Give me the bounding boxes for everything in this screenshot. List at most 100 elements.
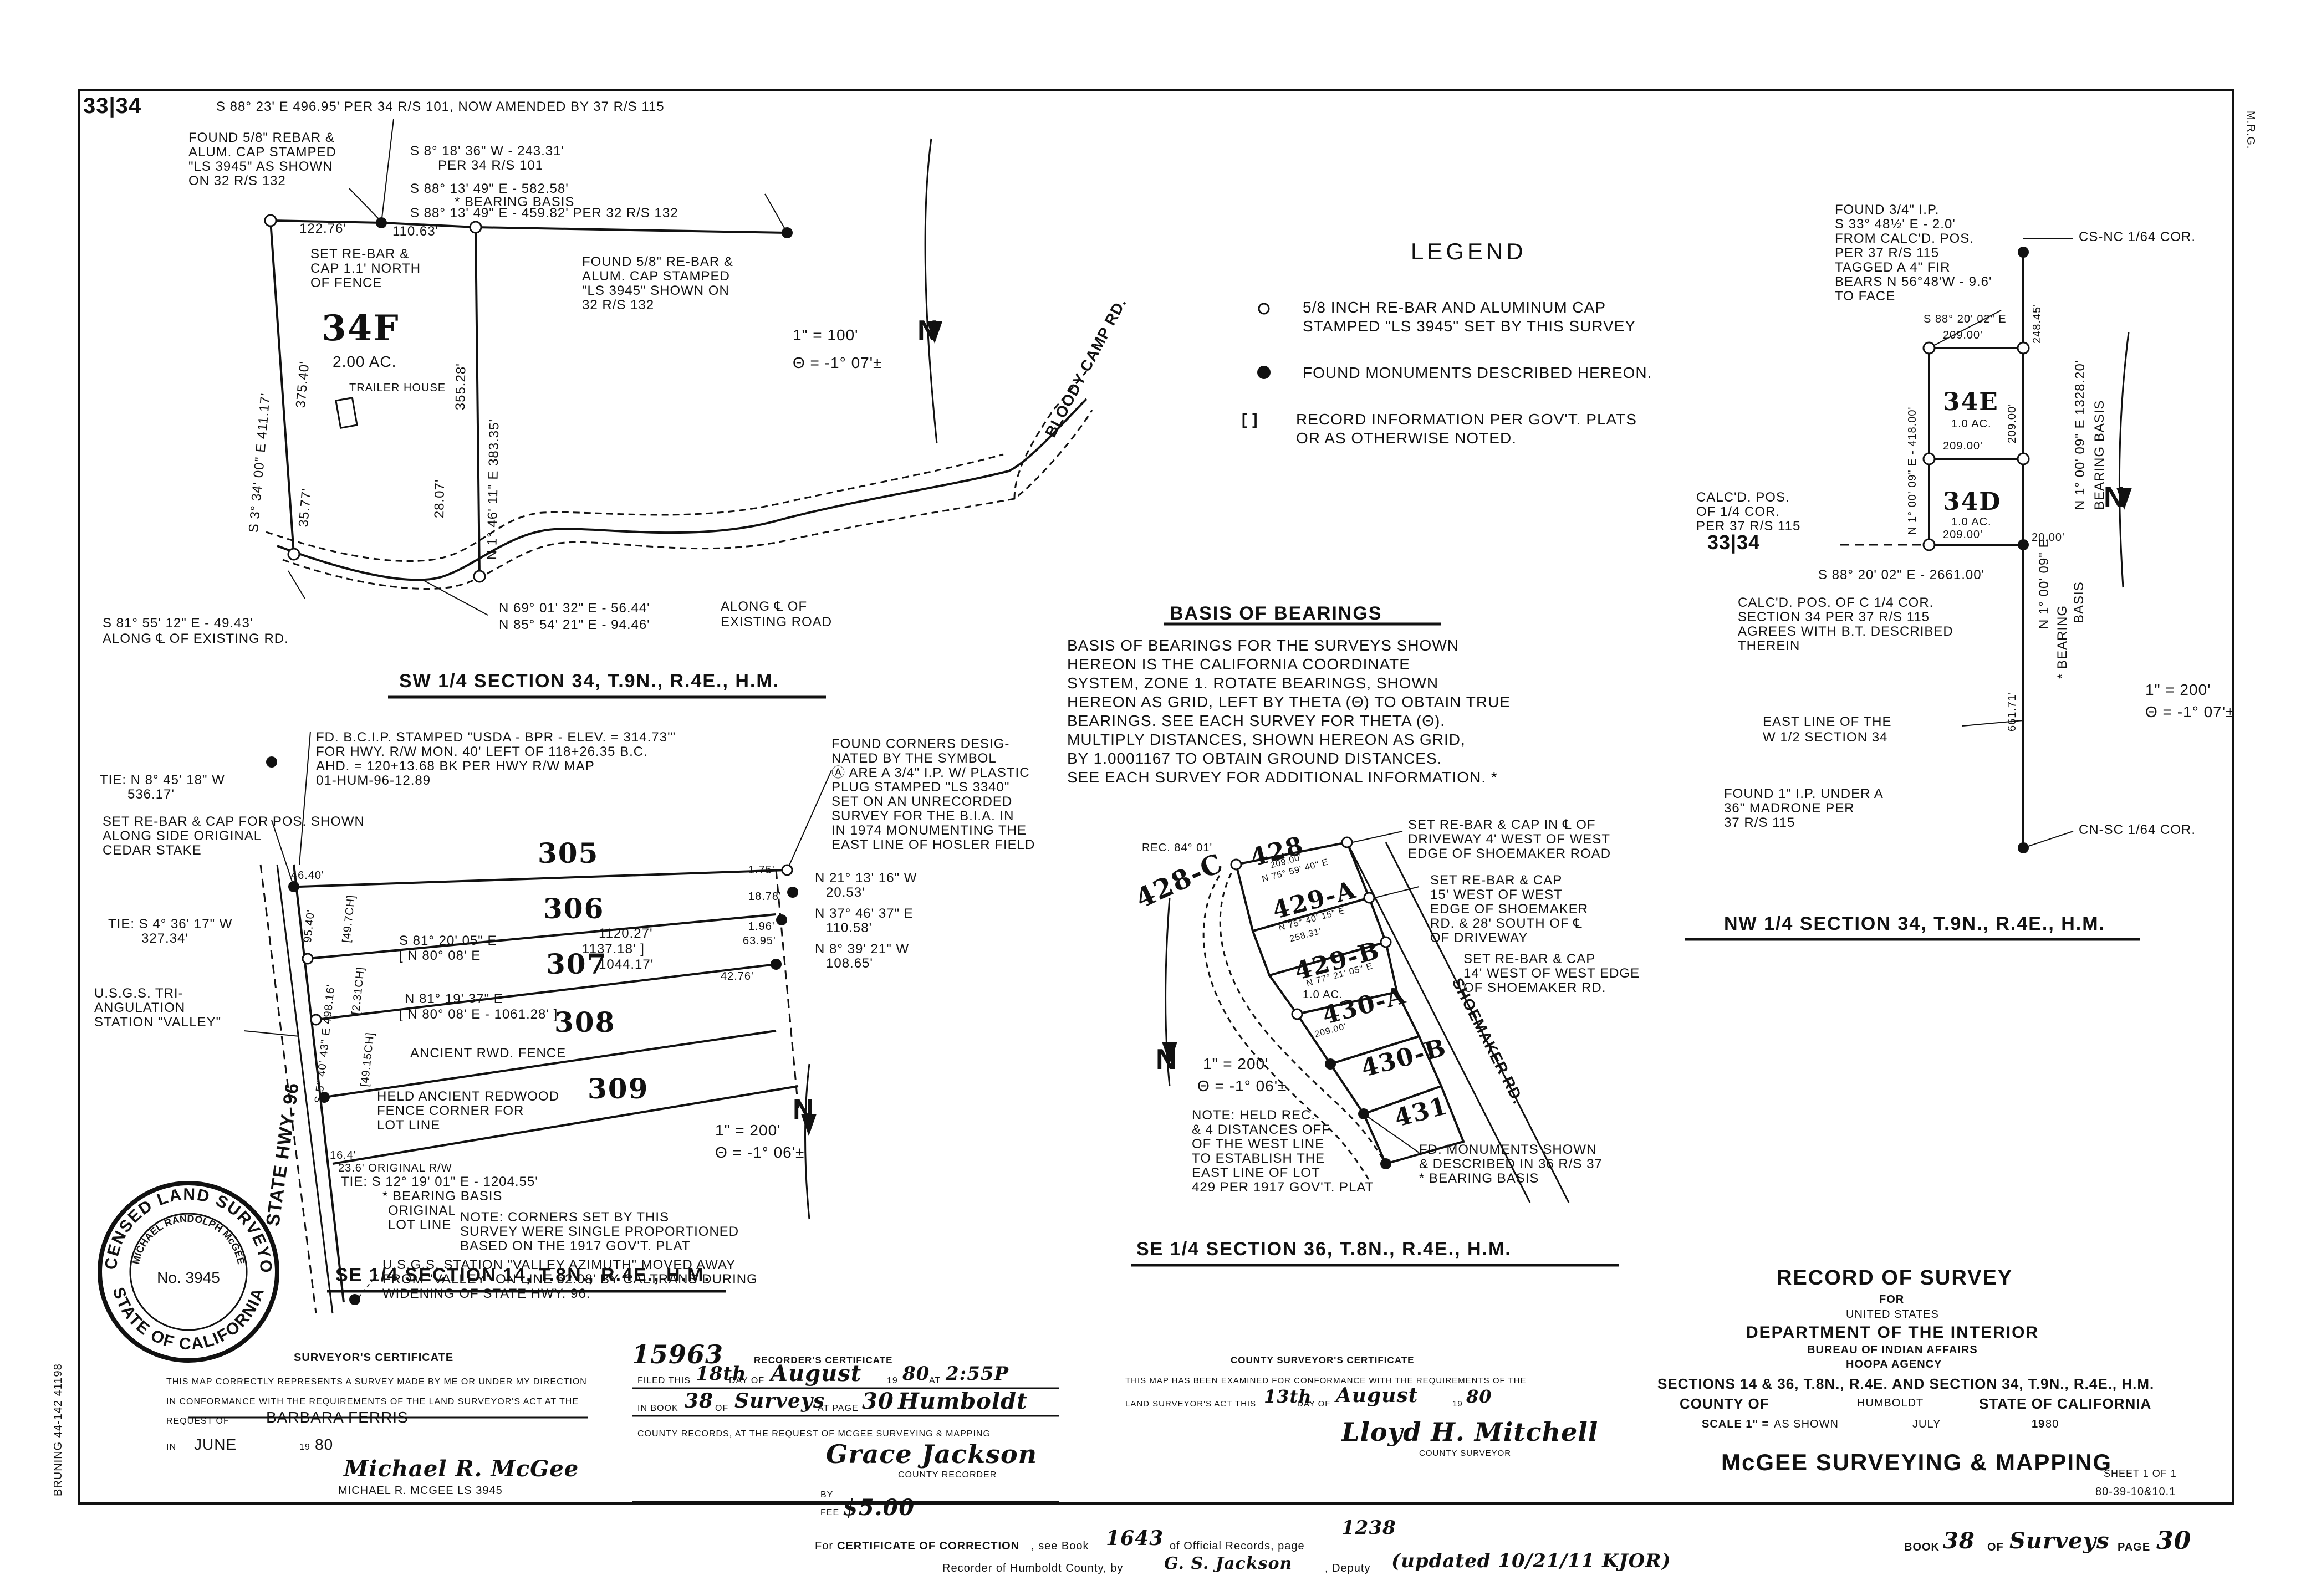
se14-side-dim-1: 46.40' xyxy=(291,869,324,882)
sw14-top-bearing: S 88° 23' E 496.95' PER 34 R/S 101, NOW … xyxy=(216,99,665,114)
title-scale-label: SCALE 1" = xyxy=(1702,1418,1769,1430)
se14-leader-usgs-az xyxy=(354,1274,377,1303)
monument-found xyxy=(2018,842,2029,853)
se14-r1-dist: 20.53' xyxy=(826,885,865,900)
lot-34e-area: 1.0 AC. xyxy=(1951,418,1992,430)
monument-found xyxy=(1380,1158,1391,1169)
seal-number: No. 3945 xyxy=(157,1269,220,1286)
recorder-type: Surveys xyxy=(734,1389,825,1413)
se36-leader-fd xyxy=(1363,1113,1420,1153)
county-cert-year-label: 19 xyxy=(1452,1399,1463,1409)
se14-leader-found-corners xyxy=(787,770,832,871)
county-surveyor-label: COUNTY SURVEYOR xyxy=(1419,1449,1512,1458)
shoemaker-rd-edge-1 xyxy=(1346,842,1531,1203)
recorder-year: 80 xyxy=(902,1363,930,1385)
north-arrow-nw14-shaft xyxy=(2118,332,2130,588)
se14-tie2: TIE: S 4° 36' 17" W xyxy=(108,917,233,932)
monument-found xyxy=(266,756,277,768)
lot-308-309-line xyxy=(324,1030,777,1098)
certificate-lines xyxy=(188,1387,1059,1503)
recorder-at-page-label: AT PAGE xyxy=(818,1404,859,1413)
monument-found xyxy=(2018,539,2029,550)
sw14-road-bearing-2: N 85° 54' 21" E - 94.46' xyxy=(499,617,650,632)
lot-309-label: 309 xyxy=(588,1072,649,1105)
monument-found xyxy=(376,217,387,228)
se14-tie1-dist: 536.17' xyxy=(127,787,175,802)
basis-title: BASIS OF BEARINGS xyxy=(1170,603,1382,624)
surveyor-cert-in-label: IN xyxy=(166,1442,176,1452)
se14-bearing-2-record: [ N 80° 08' E - 1061.28' ] xyxy=(399,1007,558,1022)
recorder-in-book-label: IN BOOK xyxy=(637,1404,678,1413)
sw14-title: SW 1/4 SECTION 34, T.9N., R.4E., H.M. xyxy=(399,671,780,692)
monument-set xyxy=(2017,341,2030,355)
north-arrow-se14-label: N xyxy=(793,1093,814,1126)
title-year-label: 19 xyxy=(2032,1418,2045,1430)
sw14-road-bearing-3: S 81° 55' 12" E - 49.43' xyxy=(103,616,253,631)
title-underlines xyxy=(327,622,2140,1293)
recorder-records-line: COUNTY RECORDS, AT THE REQUEST OF McGEE … xyxy=(637,1429,991,1439)
sw14-bearing-record: S 8° 18' 36" W - 243.31' xyxy=(410,144,565,158)
se14-d1137: 1137.18' ] xyxy=(582,942,645,956)
nw14-scale: 1" = 200' xyxy=(2145,681,2211,698)
sw14-dist-110: 110.63' xyxy=(392,224,439,239)
monument-set xyxy=(1291,1008,1303,1020)
monuments xyxy=(264,214,2030,1305)
monument-found xyxy=(1358,1108,1369,1119)
se14-tie1: TIE: N 8° 45' 18" W xyxy=(100,773,225,787)
nw14-d248: 248.45' xyxy=(2031,304,2043,344)
lot-305-306-line xyxy=(299,869,788,888)
county-cert-line2: LAND SURVEYOR'S ACT THIS xyxy=(1125,1399,1257,1409)
legend-bracket-symbol: [ ] xyxy=(1242,411,1258,428)
leader-road-brg2 xyxy=(288,570,305,599)
sw14-bearing-582: S 88° 13' 49" E - 582.58' xyxy=(410,181,569,196)
recorder-document-number: 15963 xyxy=(632,1339,724,1369)
surveyor-cert-request-name: BARBARA FERRIS xyxy=(266,1409,409,1426)
leader-road-brg xyxy=(421,579,488,616)
title-firm: McGEE SURVEYING & MAPPING xyxy=(1721,1449,2113,1475)
lot-431-boundary xyxy=(1362,1085,1465,1165)
title-sections: SECTIONS 14 & 36, T.8N., R.4E. and SECTI… xyxy=(1657,1375,2155,1392)
lot-307-308-line xyxy=(315,963,777,1021)
surveyor-cert-line2: IN CONFORMANCE WITH THE REQUIREMENTS OF … xyxy=(166,1397,579,1406)
se14-d1120: 1120.27' xyxy=(599,926,653,941)
monument-found xyxy=(782,227,793,238)
monument-set xyxy=(1380,936,1392,948)
lot-307-label: 307 xyxy=(546,948,608,980)
se14-d4276: 42.76' xyxy=(721,970,754,983)
seal-top-text: LICENSED LAND SURVEYOR xyxy=(94,1178,275,1275)
recorder-fee: $5.00 xyxy=(843,1495,915,1521)
monument-set xyxy=(1341,836,1353,848)
se14-d164: 16.4' xyxy=(330,1149,356,1162)
surveyor-name: MICHAEL R. McGEE LS 3945 xyxy=(338,1485,503,1497)
nw14-d20: 20.00' xyxy=(2032,531,2065,544)
bloody-camp-road-edge xyxy=(1013,371,1088,499)
map-border xyxy=(78,89,2234,1505)
county-cert-line1: THIS MAP HAS BEEN EXAMINED FOR CONFORMAN… xyxy=(1125,1376,1527,1385)
se14-r1: N 21° 13' 16" W xyxy=(815,871,917,886)
se36-rec-angle: Rec. 84° 01' xyxy=(1142,842,1213,854)
sw14-road-bearing-1: N 69° 01' 32" E - 56.44' xyxy=(499,601,650,616)
recorder-time: 2:55P xyxy=(946,1363,1009,1385)
nw14-d209-bottom: 209.00' xyxy=(1943,529,1983,541)
nw14-top-bearing: S 88° 20' 02" E xyxy=(1924,313,2007,325)
sw14-bearing-basis-label: * BEARING BASIS xyxy=(455,195,575,209)
surveyor-signature: Michael R. McGee xyxy=(344,1456,579,1482)
recorder-at-label: AT xyxy=(929,1376,941,1385)
county-cert-day: 13th xyxy=(1264,1386,1312,1407)
title-state: STATE OF CALIFORNIA xyxy=(1979,1395,2152,1412)
recorder-page: 30 xyxy=(862,1388,894,1414)
recorder-month: August xyxy=(771,1360,862,1387)
nw14-vert-basis: * BEARING xyxy=(2055,605,2070,679)
se14-bearing-1-record: [ N 80° 08' E xyxy=(399,948,481,963)
se14-r2: N 37° 46' 37" E xyxy=(815,906,914,921)
nw14-title: NW 1/4 SECTION 34, T.9N., R.4E., H.M. xyxy=(1724,913,2106,934)
north-arrows xyxy=(801,321,2132,1136)
nw14-cs-nc-corner: CS-NC 1/64 COR. xyxy=(2079,229,2196,244)
sw14-existing-road: EXISTING ROAD xyxy=(721,615,833,630)
surveyor-seal: LICENSED LAND SURVEYOR STATE OF CALIFORN… xyxy=(94,1178,279,1363)
monument-set xyxy=(469,221,482,234)
north-arrow-se36-head xyxy=(1162,1042,1177,1064)
surveyor-cert-request-label: REQUEST OF xyxy=(166,1416,229,1426)
leader-rebar xyxy=(349,188,383,223)
se14-tie2-dist: 327.34' xyxy=(141,931,188,946)
